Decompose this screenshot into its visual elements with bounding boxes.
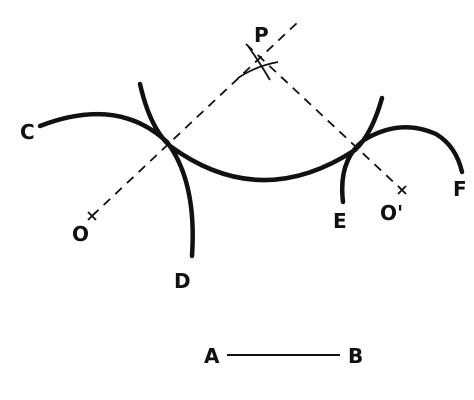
label-a: A [204,344,220,368]
dashed-line-p-to-o-prime [245,43,403,191]
label-b: B [348,344,363,368]
label-o-prime: O' [380,201,403,225]
label-d: D [174,269,191,293]
arc-c-d [37,111,195,259]
label-o: O [72,222,89,246]
label-p: P [254,23,269,47]
label-f: F [453,177,467,201]
label-e: E [333,209,347,233]
arc-e-f [340,125,465,205]
intersection-arc-mark-1 [247,45,271,81]
label-c: C [20,120,35,144]
center-mark-o-prime [397,185,407,195]
intersection-arc-mark-2 [237,61,279,79]
center-mark-o [87,211,97,221]
